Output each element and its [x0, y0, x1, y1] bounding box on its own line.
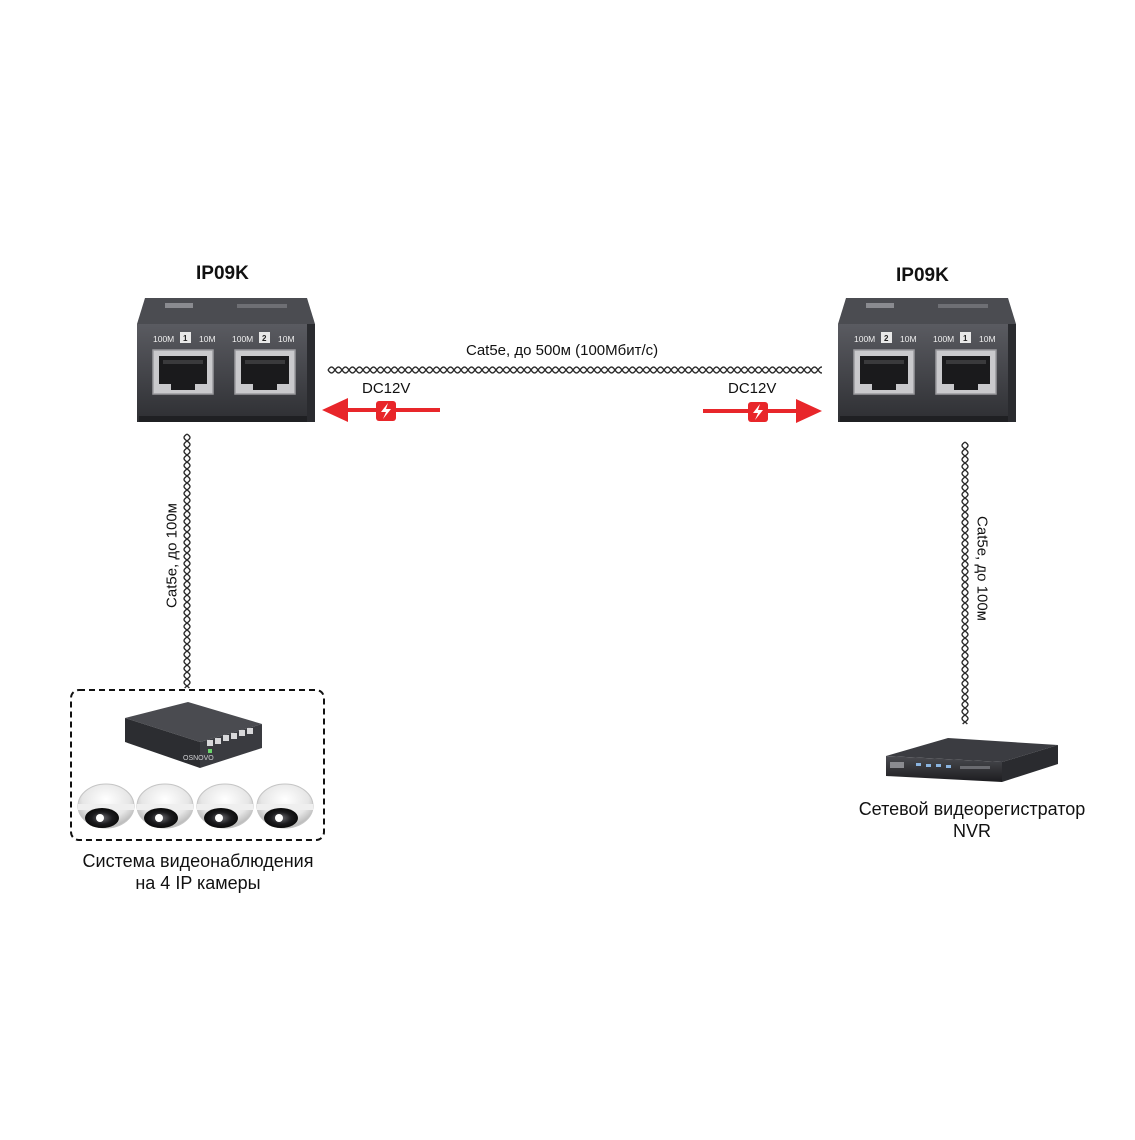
left-power-bolt-icon	[376, 401, 396, 421]
trunk-cable	[327, 366, 822, 374]
left-rj45-port-1	[152, 349, 214, 395]
right-device-title: IP09K	[896, 265, 949, 286]
left-port1-speed-a: 100M	[153, 334, 174, 344]
right-rj45-port-2	[935, 349, 997, 395]
dome-camera-4	[256, 783, 314, 829]
switch-brand: OSNOVO	[183, 755, 214, 762]
left-power-label: DC12V	[362, 380, 411, 397]
dome-camera-2	[136, 783, 194, 829]
right-ip09k-device: 100M 2 10M 100M 1 10M	[838, 298, 1016, 422]
dome-camera-3	[196, 783, 254, 829]
nvr-caption-line1: Сетевой видеорегистратор	[858, 799, 1086, 819]
right-rj45-port-1	[853, 349, 915, 395]
poe-switch	[125, 702, 262, 768]
camera-system-caption: Система видеонаблюдения на 4 IP камеры	[48, 850, 348, 894]
left-port2-number: 2	[262, 334, 267, 343]
right-port1-number: 2	[884, 334, 889, 343]
dome-camera-1	[77, 783, 135, 829]
camera-system-caption-line1: Система видеонаблюдения	[82, 851, 314, 871]
dome-cameras	[77, 783, 314, 829]
left-port2-speed-a: 100M	[232, 334, 253, 344]
left-ip09k-device: 100M 1 10M 100M 2 10M	[137, 298, 315, 422]
left-device-title: IP09K	[196, 263, 249, 284]
trunk-cable-label: Cat5e, до 500м (100Мбит/с)	[466, 342, 659, 359]
left-rj45-port-2	[234, 349, 296, 395]
nvr-caption: Сетевой видеорегистратор NVR	[822, 798, 1122, 842]
right-drop-cable	[961, 441, 969, 725]
camera-system-caption-line2: на 4 IP камеры	[135, 873, 261, 893]
right-drop-cable-label: Cat5e, до 100м	[973, 516, 991, 621]
left-drop-cable	[183, 433, 191, 689]
right-port2-speed-b: 10M	[979, 334, 996, 344]
right-power-label: DC12V	[728, 380, 777, 397]
nvr-device	[886, 738, 1058, 782]
left-port2-speed-b: 10M	[278, 334, 295, 344]
right-port2-number: 1	[963, 334, 968, 343]
camera-system-frame	[70, 689, 325, 841]
left-port1-number: 1	[183, 334, 188, 343]
nvr-caption-line2: NVR	[952, 821, 991, 841]
left-port1-speed-b: 10M	[199, 334, 216, 344]
right-port1-speed-a: 100M	[854, 334, 875, 344]
right-port1-speed-b: 10M	[900, 334, 917, 344]
right-port2-speed-a: 100M	[933, 334, 954, 344]
left-drop-cable-label: Cat5e, до 100м	[163, 503, 181, 608]
right-power-bolt-icon	[748, 402, 768, 422]
